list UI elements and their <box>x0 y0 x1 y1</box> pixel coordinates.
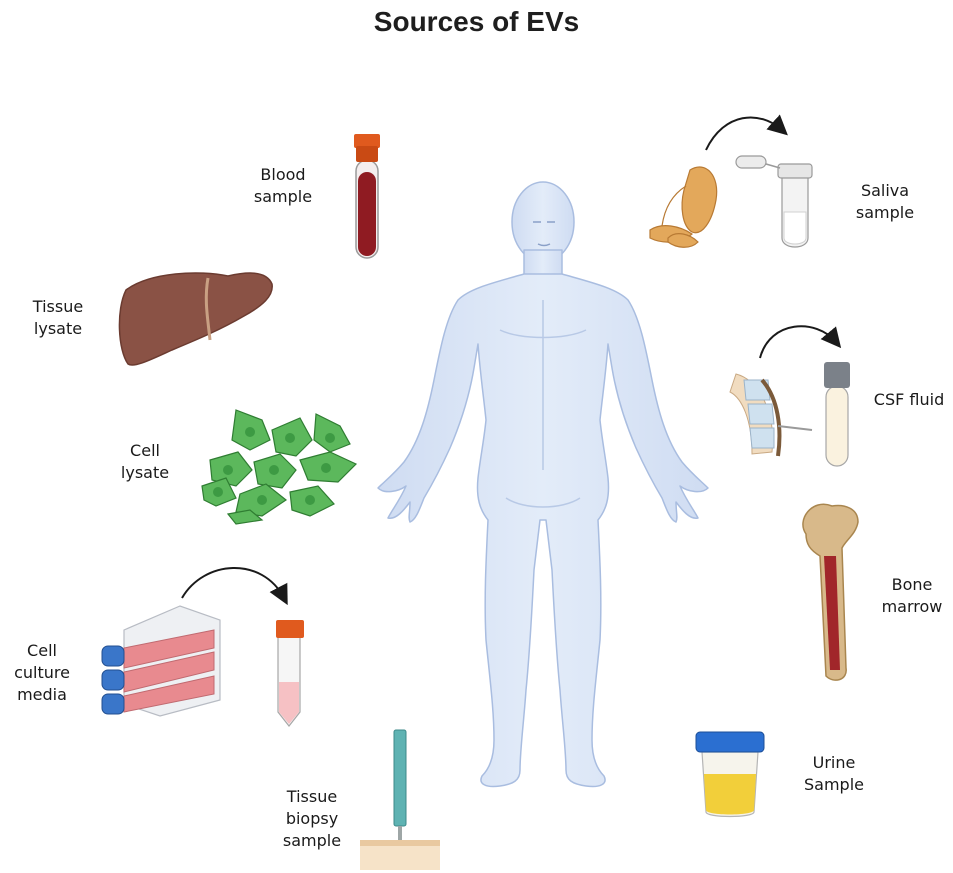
human-body-illustration <box>378 182 708 787</box>
culture-media-tube-icon <box>276 620 304 726</box>
biopsy-needle-icon <box>360 730 440 870</box>
salivary-gland-icon <box>650 167 717 247</box>
liver-icon <box>119 273 272 365</box>
csf-tube-icon <box>824 362 850 466</box>
csf-transfer-arrow <box>760 326 836 358</box>
culture-transfer-arrow <box>182 568 284 598</box>
saliva-tube-icon <box>736 156 812 247</box>
spine-icon <box>730 374 812 456</box>
blood-tube-icon <box>354 134 380 258</box>
cell-lysate-icon <box>202 410 356 524</box>
bone-marrow-icon <box>803 504 858 680</box>
saliva-transfer-arrow <box>706 117 782 150</box>
urine-cup-icon <box>696 732 764 817</box>
cell-culture-flasks-icon <box>102 606 220 716</box>
